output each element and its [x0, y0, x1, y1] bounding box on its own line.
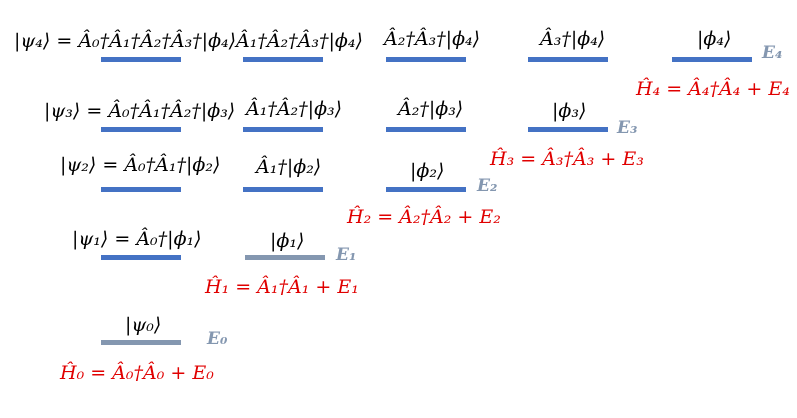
h2-hamiltonian: Ĥ₂ = Â₂†Â₂ + E₂ — [347, 206, 501, 228]
phi1-level-line — [245, 255, 325, 260]
phi4-level-line — [672, 57, 752, 62]
phi2-level-line — [386, 187, 466, 192]
phi4-label: |ϕ₄⟩ — [697, 28, 732, 50]
psi3-partial-2-label: Â₂†|ϕ₃⟩ — [398, 98, 464, 120]
psi2-level-line — [101, 187, 181, 192]
psi3-partial-1-level-line — [243, 127, 323, 132]
psi3-level-line — [101, 127, 181, 132]
psi4-state-label: |ψ₄⟩ = Â₀†Â₁†Â₂†Â₃†|ϕ₄⟩ — [14, 30, 237, 52]
psi4-partial-1-label: Â₁†Â₂†Â₃†|ϕ₄⟩ — [236, 30, 363, 52]
psi4-level-line — [101, 57, 181, 62]
psi3-partial-1-label: Â₁†Â₂†|ϕ₃⟩ — [246, 98, 343, 120]
psi0-level-line — [101, 340, 181, 345]
h0-hamiltonian: Ĥ₀ = Â₀†Â₀ + E₀ — [60, 362, 214, 384]
h4-hamiltonian: Ĥ₄ = Â₄†Â₄ + E₄ — [636, 78, 790, 100]
e0-label: E₀ — [207, 329, 228, 349]
psi4-partial-3-label: Â₃†|ϕ₄⟩ — [540, 28, 606, 50]
psi2-partial-1-level-line — [243, 187, 323, 192]
e2-label: E₂ — [477, 176, 498, 196]
h3-hamiltonian: Ĥ₃ = Â₃†Â₃ + E₃ — [490, 148, 644, 170]
phi2-label: |ϕ₂⟩ — [410, 160, 445, 182]
psi1-level-line — [101, 255, 181, 260]
phi1-label: |ϕ₁⟩ — [270, 230, 305, 252]
psi1-state-label: |ψ₁⟩ = Â₀†|ϕ₁⟩ — [72, 228, 202, 250]
e4-label: E₄ — [762, 43, 783, 63]
phi3-label: |ϕ₃⟩ — [552, 100, 587, 122]
psi2-state-label: |ψ₂⟩ = Â₀†Â₁†|ϕ₂⟩ — [60, 154, 221, 176]
e3-label: E₃ — [617, 118, 638, 138]
psi3-state-label: |ψ₃⟩ = Â₀†Â₁†Â₂†|ϕ₃⟩ — [44, 100, 236, 122]
h1-hamiltonian: Ĥ₁ = Â₁†Â₁ + E₁ — [205, 276, 359, 298]
psi2-partial-1-label: Â₁†|ϕ₂⟩ — [256, 156, 322, 178]
phi3-level-line — [528, 127, 608, 132]
e1-label: E₁ — [336, 245, 357, 265]
psi3-partial-2-level-line — [386, 127, 466, 132]
psi0-state-label: |ψ₀⟩ — [125, 314, 162, 336]
psi4-partial-2-label: Â₂†Â₃†|ϕ₄⟩ — [384, 28, 481, 50]
psi4-partial-2-level-line — [386, 57, 466, 62]
psi4-partial-3-level-line — [528, 57, 608, 62]
psi4-partial-1-level-line — [243, 57, 323, 62]
